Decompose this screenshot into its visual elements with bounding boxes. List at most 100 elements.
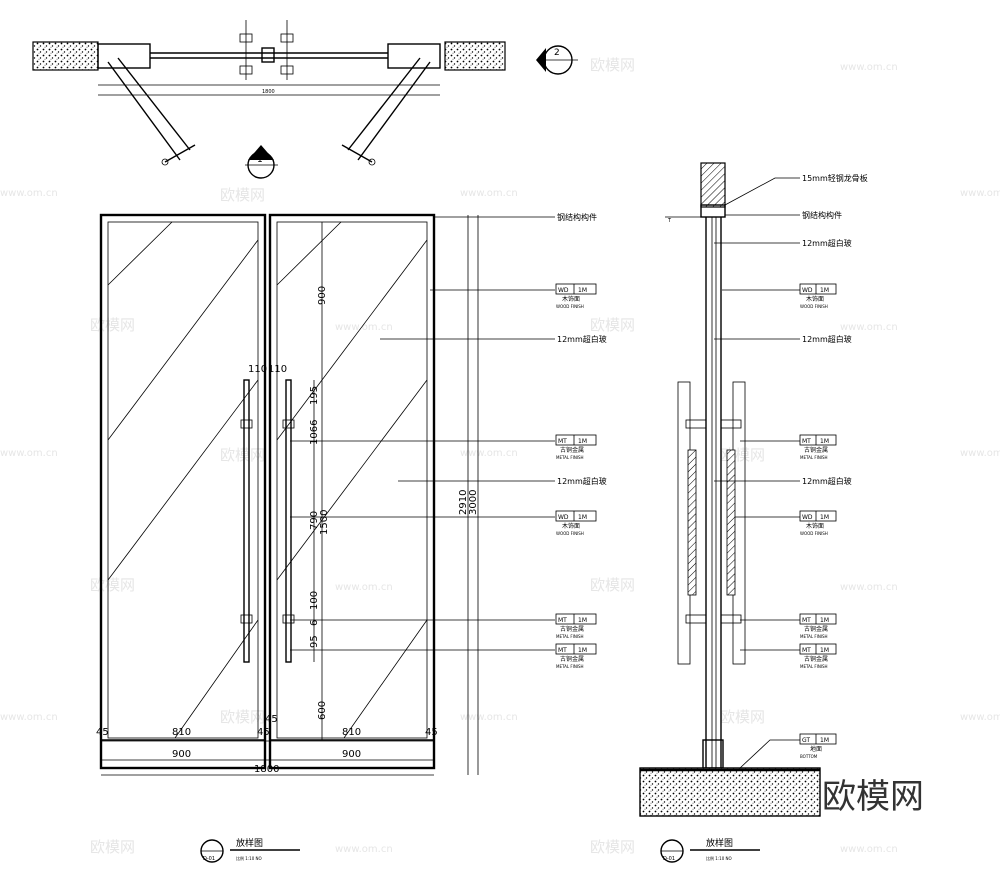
svg-text:D-01: D-01 (663, 856, 675, 862)
callout-tag: MT 1M 古铜金属 METAL FINISH (799, 643, 837, 669)
svg-text:木饰面: 木饰面 (806, 522, 824, 530)
plan-frame-left (97, 43, 151, 69)
door-leaf-right (268, 213, 436, 770)
svg-text:古铜金属: 古铜金属 (560, 625, 584, 633)
dim-glass-right: 810 (342, 727, 361, 738)
handle-bracket (282, 419, 295, 429)
plan-door-swing-left (117, 57, 191, 151)
section-callout-text: 钢结构构件 (802, 210, 842, 220)
callout-tag: GT 1M 地面 BOTTOM (799, 733, 837, 759)
elevation-view: 45 810 45 45 810 45 900 900 1800 110 110… (96, 212, 607, 863)
callout-text: 12mm超白玻 (557, 334, 607, 344)
door-handle-right (285, 379, 292, 663)
watermark-url: www.om.cn (0, 712, 58, 723)
watermark-url: www.om.cn (840, 844, 898, 855)
glass-reflection (343, 619, 428, 739)
section-callout-text: 12mm超白玻 (802, 238, 852, 248)
svg-text:WD: WD (558, 287, 569, 294)
svg-text:WOOD FINISH: WOOD FINISH (800, 304, 828, 309)
section-floor (639, 767, 821, 817)
svg-text:木饰面: 木饰面 (562, 522, 580, 530)
plan-handle-block (280, 33, 294, 43)
section-title: 放样图 (706, 837, 733, 849)
dim-height-total: 3000 (468, 490, 479, 515)
watermark-brand: 欧模网 (90, 838, 135, 856)
callout-tag: WD 1M 木饰面 WOOD FINISH (555, 283, 597, 309)
svg-text:1M: 1M (820, 287, 829, 294)
dim-height-clear: 2910 (458, 490, 469, 515)
handle-bracket (240, 614, 253, 624)
svg-text:MT: MT (558, 647, 567, 654)
plan-door-swing-left (107, 61, 181, 161)
callout-text: 钢结构构件 (557, 212, 597, 222)
plan-wall-right (444, 41, 506, 71)
callout-tag: MT 1M 古铜金属 METAL FINISH (799, 613, 837, 639)
glass-reflection (107, 221, 173, 286)
watermark-brand: 欧模网 (90, 316, 135, 334)
svg-text:古铜金属: 古铜金属 (804, 446, 828, 454)
svg-text:GT: GT (802, 737, 810, 744)
section-bracket (720, 419, 742, 429)
section-scale: 比例 1:10 NO (706, 855, 732, 861)
glass-reflection (276, 379, 428, 581)
callout-tag: WD 1M 木饰面 WOOD FINISH (799, 510, 837, 536)
svg-text:METAL FINISH: METAL FINISH (800, 664, 828, 669)
watermark-url: www.om.cn (335, 844, 393, 855)
dim-frame-left: 45 (96, 727, 109, 738)
dim-vertical: 100 (309, 591, 320, 610)
watermark-brand: 欧模网 (590, 576, 635, 594)
watermark-url: www.om.cn (0, 448, 58, 459)
dim-vertical-bottom: 600 (317, 701, 328, 720)
watermark-url: www.om.cn (840, 322, 898, 333)
svg-text:1M: 1M (820, 647, 829, 654)
svg-text:METAL FINISH: METAL FINISH (556, 455, 584, 460)
svg-text:METAL FINISH: METAL FINISH (556, 664, 584, 669)
dim-vertical: 790 (309, 511, 320, 530)
section-view: T 15mm轻钢龙骨板 钢结构构件 12mm超白玻 (639, 162, 924, 863)
plan-door-swing-right (357, 61, 431, 161)
svg-text:1M: 1M (820, 438, 829, 445)
callout-text: 12mm超白玻 (557, 476, 607, 486)
plan-view: 1800 2 (32, 20, 578, 166)
plan-handle-swing-right (341, 144, 373, 163)
section-bracket (685, 614, 707, 624)
plan-handle-swing-left (164, 144, 196, 163)
plan-handle-end (368, 158, 376, 166)
svg-text:METAL FINISH: METAL FINISH (556, 634, 584, 639)
watermark-brand: 欧模网 (220, 446, 265, 464)
watermark-url: www.om.cn (460, 188, 518, 199)
svg-text:古铜金属: 古铜金属 (804, 655, 828, 663)
elevation-title: 放样图 (236, 837, 263, 849)
dim-frame-mid-left: 45 (257, 727, 270, 738)
plan-marker-number: 2 (554, 48, 560, 58)
dim-handle-offset-left: 110 (248, 364, 267, 375)
plan-dim-total: 1800 (262, 89, 275, 95)
handle-bracket (282, 614, 295, 624)
dim-vertical: 6 (309, 620, 320, 626)
watermark-brand: 欧模网 (90, 576, 135, 594)
svg-text:MT: MT (802, 647, 811, 654)
svg-text:MT: MT (558, 438, 567, 445)
svg-text:1M: 1M (578, 287, 587, 294)
svg-text:METAL FINISH: METAL FINISH (800, 634, 828, 639)
watermark-brand: 欧模网 (590, 838, 635, 856)
svg-text:1M: 1M (578, 514, 587, 521)
svg-text:1M: 1M (820, 514, 829, 521)
svg-text:地面: 地面 (810, 745, 822, 753)
dim-vertical-top: 900 (317, 286, 328, 305)
plan-handle-block (280, 65, 294, 75)
svg-text:WD: WD (802, 514, 813, 521)
svg-text:WOOD FINISH: WOOD FINISH (556, 531, 584, 536)
svg-text:MT: MT (558, 617, 567, 624)
svg-text:古铜金属: 古铜金属 (560, 655, 584, 663)
dim-vertical: 1500 (319, 510, 330, 535)
svg-text:D-01: D-01 (203, 856, 215, 862)
section-handle-grip (687, 449, 697, 596)
section-callout-text: 15mm轻钢龙骨板 (802, 173, 868, 183)
elevation-marker-number: 1 (257, 155, 263, 165)
svg-text:WOOD FINISH: WOOD FINISH (556, 304, 584, 309)
svg-text:1M: 1M (578, 617, 587, 624)
dim-total-width: 1800 (254, 764, 279, 775)
handle-bracket (240, 419, 253, 429)
